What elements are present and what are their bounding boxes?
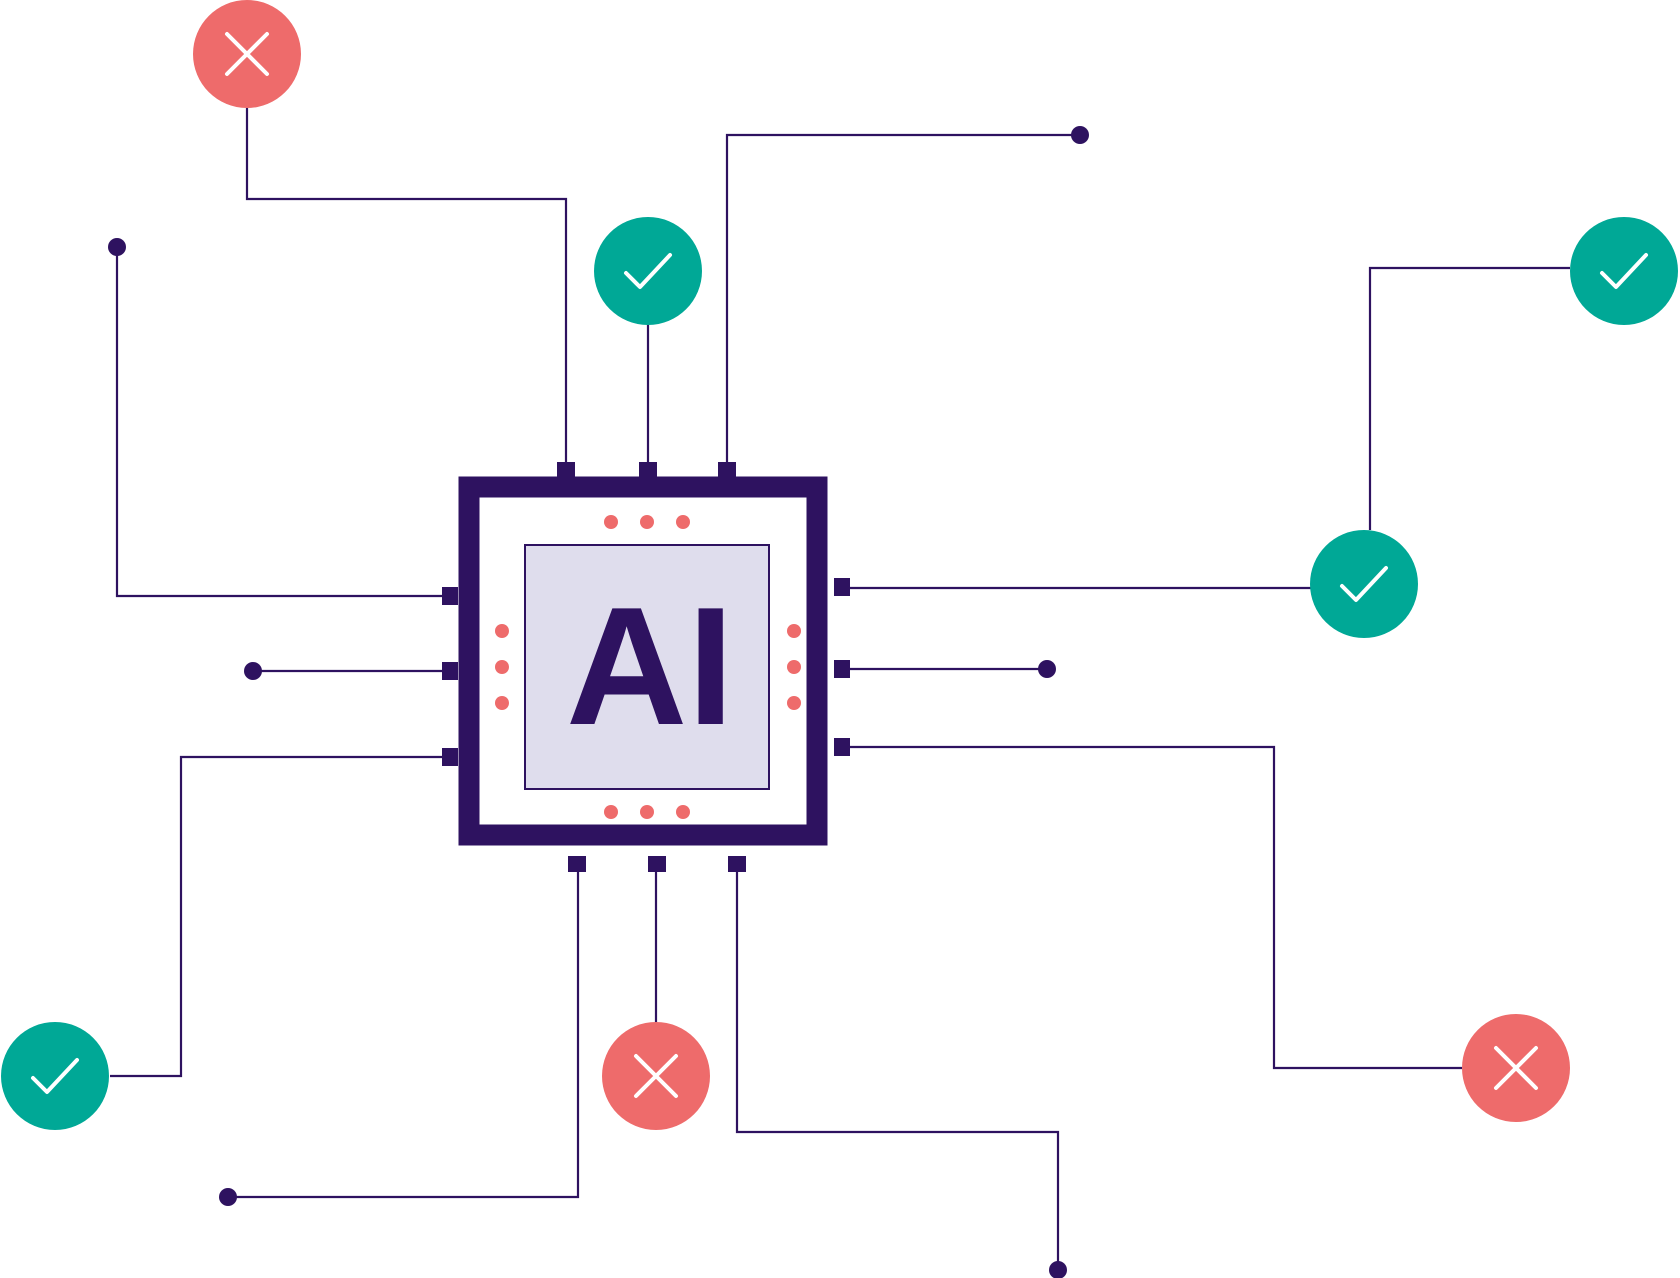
chip-pins xyxy=(442,462,850,872)
close-icon xyxy=(225,32,269,76)
accent-dot xyxy=(495,624,509,638)
endpoint-dot xyxy=(1071,126,1089,144)
check-icon xyxy=(31,1058,79,1094)
status-node-fail xyxy=(602,1022,710,1130)
wire-left-upper-endpoint xyxy=(115,247,452,598)
chip-pin xyxy=(557,462,575,478)
accent-dot xyxy=(787,696,801,710)
accent-dot xyxy=(495,696,509,710)
wire-left-lower-ok xyxy=(110,755,452,1078)
chip-pin xyxy=(648,856,666,872)
close-icon xyxy=(1494,1046,1538,1090)
chip-pin xyxy=(442,748,458,766)
endpoint-dot xyxy=(108,238,126,256)
accent-dot xyxy=(640,515,654,529)
status-node-ok xyxy=(1310,530,1418,638)
accent-dot xyxy=(604,515,618,529)
chip-pin xyxy=(442,662,458,680)
accent-dot xyxy=(495,660,509,674)
accent-dot xyxy=(787,660,801,674)
wire-ok-right-to-top-right xyxy=(1368,266,1570,530)
wire-endpoints xyxy=(108,126,1089,1278)
chip-pin xyxy=(834,738,850,756)
check-icon xyxy=(624,253,672,289)
status-node-ok xyxy=(1570,217,1678,325)
wires xyxy=(110,108,1570,1270)
wire-bottom-right-endpoint xyxy=(735,870,1060,1270)
ai-chip: AI xyxy=(442,462,850,872)
accent-dot xyxy=(604,805,618,819)
chip-core xyxy=(524,544,770,790)
success-badge xyxy=(1,1022,109,1130)
accent-dot xyxy=(676,515,690,529)
wire-bottom-left-endpoint xyxy=(228,870,580,1199)
endpoint-dot xyxy=(244,662,262,680)
endpoint-dot xyxy=(1049,1261,1067,1278)
wire-right-lower-fail xyxy=(844,745,1462,1070)
chip-pin xyxy=(442,587,458,605)
accent-dot xyxy=(676,805,690,819)
chip-pin xyxy=(568,856,586,872)
endpoint-dot xyxy=(219,1188,237,1206)
status-node-fail xyxy=(1462,1014,1570,1122)
close-icon xyxy=(634,1054,678,1098)
success-badge xyxy=(1310,530,1418,638)
status-node-ok xyxy=(594,217,702,325)
wire-top-right-endpoint xyxy=(725,133,1080,465)
accent-dot xyxy=(787,624,801,638)
status-node-fail xyxy=(193,0,301,108)
chip-pin xyxy=(834,660,850,678)
chip-label: AI xyxy=(566,572,734,760)
chip-pin xyxy=(728,856,746,872)
success-badge xyxy=(1570,217,1678,325)
status-node-ok xyxy=(1,1022,109,1130)
accent-dot xyxy=(640,805,654,819)
check-icon xyxy=(1600,253,1648,289)
chip-pin xyxy=(834,578,850,596)
chip-accent-dots xyxy=(495,515,801,819)
success-badge xyxy=(594,217,702,325)
endpoint-dot xyxy=(1038,660,1056,678)
chip-pin xyxy=(639,462,657,478)
chip-pin xyxy=(718,462,736,478)
wire-top-left-fail xyxy=(245,108,568,465)
status-nodes xyxy=(1,0,1678,1130)
check-icon xyxy=(1340,566,1388,602)
